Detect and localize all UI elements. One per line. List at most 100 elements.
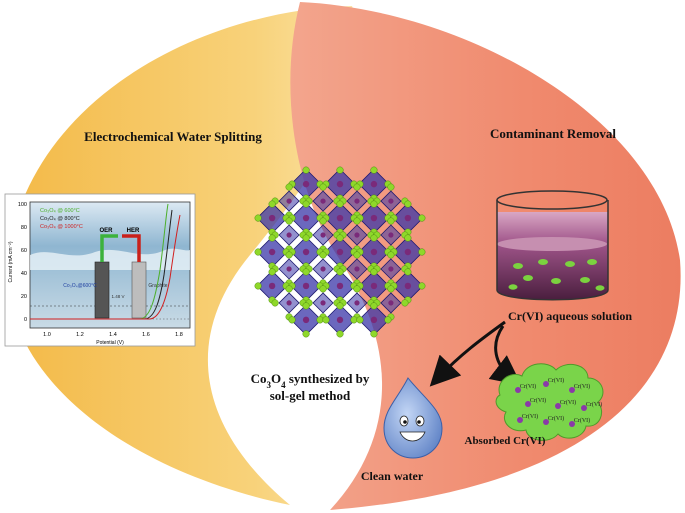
y-tick-80: 80 xyxy=(21,225,27,231)
water-surface xyxy=(30,248,190,270)
oxygen-atom xyxy=(336,302,344,310)
cobalt-atom xyxy=(286,232,292,238)
adsorbent-cr-tag: Cr(VI) xyxy=(522,413,538,420)
cobalt-atom xyxy=(268,248,276,256)
cobalt-atom xyxy=(302,316,310,324)
cobalt-atom xyxy=(404,214,412,222)
cr-solution-beaker xyxy=(496,190,609,301)
clean-water-label: Clean water xyxy=(361,469,424,483)
oxygen-atom xyxy=(336,200,344,208)
oxygen-atom xyxy=(336,268,344,276)
oxygen-atom xyxy=(387,285,395,293)
y-tick-60: 60 xyxy=(21,248,27,254)
legend-600c: Co₃O₄ @ 600°C xyxy=(40,208,80,214)
oxygen-atom xyxy=(353,285,361,293)
oxygen-atom xyxy=(404,200,412,208)
cobalt-atom xyxy=(336,316,344,324)
cobalt-atom xyxy=(286,300,292,306)
oxygen-atom xyxy=(353,183,361,191)
cr-ion-marker xyxy=(517,417,523,423)
oxygen-atom xyxy=(350,316,358,324)
oxygen-atom xyxy=(285,183,293,191)
right-panel-title: Contaminant Removal xyxy=(490,126,616,141)
oxygen-atom xyxy=(254,282,262,290)
legend-800c: Co₃O₄ @ 800°C xyxy=(40,216,80,222)
cobalt-atom xyxy=(388,232,394,238)
oxygen-atom xyxy=(404,234,412,242)
oxygen-atom xyxy=(271,299,279,307)
solution-label: Cr(VI) aqueous solution xyxy=(508,309,632,323)
graphite-electrode xyxy=(131,261,147,319)
overpotential-label: 1.48 V xyxy=(111,294,124,299)
x-tick-1-8: 1.8 xyxy=(175,332,183,338)
adsorbent-cr-tag: Cr(VI) xyxy=(530,397,546,404)
cobalt-atom xyxy=(286,198,292,204)
oxygen-atom xyxy=(336,330,344,338)
arrow-to-clean-water xyxy=(429,320,506,387)
oxygen-atom xyxy=(285,285,293,293)
y-tick-20: 20 xyxy=(21,294,27,300)
cobalt-atom xyxy=(370,214,378,222)
oxygen-atom xyxy=(285,251,293,259)
oxygen-atom xyxy=(404,268,412,276)
oxygen-atom xyxy=(302,200,310,208)
oxygen-atom xyxy=(418,248,426,256)
absorbed-label: Absorbed Cr(VI) xyxy=(465,435,546,447)
oxygen-atom xyxy=(418,282,426,290)
cobalt-atom xyxy=(336,214,344,222)
left-panel-title: Electrochemical Water Splitting xyxy=(84,129,262,144)
oxygen-atom xyxy=(353,251,361,259)
oxygen-atom xyxy=(322,316,330,324)
oxygen-atom xyxy=(268,200,276,208)
x-tick-1-2: 1.2 xyxy=(76,332,84,338)
her-connector xyxy=(122,234,141,262)
oxygen-atom xyxy=(319,217,327,225)
oxygen-atom xyxy=(387,251,395,259)
cobalt-electrode-label: Co₃O₄@600°C xyxy=(63,283,97,289)
y-axis-label: Current (mA cm⁻²) xyxy=(8,241,14,282)
oxygen-atom xyxy=(319,251,327,259)
oxygen-atom xyxy=(288,316,296,324)
x-tick-1-6: 1.6 xyxy=(142,332,150,338)
legend-1000c: Co₃O₄ @ 1000°C xyxy=(40,224,83,230)
co3o4-crystal-structure xyxy=(254,166,426,338)
cobalt-atom xyxy=(388,198,394,204)
oxygen-atom xyxy=(268,234,276,242)
cobalt-atom xyxy=(268,282,276,290)
oer-label: OER xyxy=(99,228,113,234)
cr-ion-marker xyxy=(515,387,521,393)
adsorbent-cr-tag: Cr(VI) xyxy=(574,417,590,424)
oxygen-atom xyxy=(302,302,310,310)
adsorbent-cr-tag: Cr(VI) xyxy=(574,383,590,390)
cobalt-atom xyxy=(354,300,360,306)
oxygen-atom xyxy=(302,268,310,276)
oxygen-atom xyxy=(302,330,310,338)
arrow-to-adsorbent xyxy=(488,325,522,386)
cobalt-atom xyxy=(320,266,326,272)
oxygen-atom xyxy=(336,234,344,242)
oxygen-atom xyxy=(353,217,361,225)
cr-ion-marker xyxy=(581,405,587,411)
oxygen-atom xyxy=(387,217,395,225)
adsorbent-cr-tag: Cr(VI) xyxy=(520,383,536,390)
cobalt-atom xyxy=(302,180,310,188)
oxygen-atom xyxy=(370,268,378,276)
oxygen-atom xyxy=(387,183,395,191)
cobalt-atom xyxy=(302,248,310,256)
cobalt-atom xyxy=(404,282,412,290)
curve-1000c xyxy=(30,214,181,320)
cobalt-atom xyxy=(388,266,394,272)
cobalt-atom xyxy=(320,300,326,306)
y-tick-0: 0 xyxy=(24,317,27,323)
clean-water-droplet xyxy=(383,377,443,459)
oxygen-atom xyxy=(268,268,276,276)
cr-ion-marker xyxy=(569,387,575,393)
cobalt-atom xyxy=(388,300,394,306)
curve-600c xyxy=(30,203,169,320)
cobalt-atom xyxy=(336,282,344,290)
cobalt-atom xyxy=(370,282,378,290)
cobalt-atom xyxy=(354,232,360,238)
cobalt-oxide-electrode xyxy=(94,261,110,319)
cr-ion-marker xyxy=(569,421,575,427)
cobalt-atom xyxy=(336,248,344,256)
